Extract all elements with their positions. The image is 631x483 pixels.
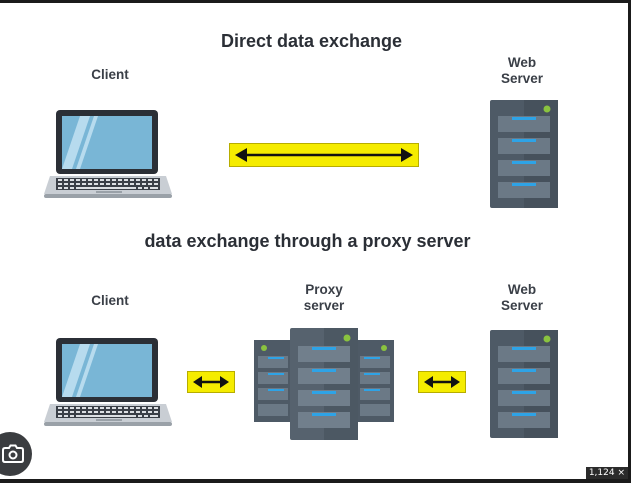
- client-label-bottom: Client: [91, 293, 129, 308]
- server-icon: [490, 100, 558, 208]
- proxy-server-icon: [254, 328, 394, 440]
- server-icon: [490, 330, 558, 438]
- proxy-server-label: Proxy server: [303, 282, 345, 313]
- laptop-icon: [44, 338, 172, 426]
- client-label-top: Client: [91, 67, 129, 82]
- web-server-label-top: Web Server: [500, 55, 544, 86]
- image-size-tag: 1,124 ×: [585, 467, 628, 479]
- direct-exchange-title: Direct data exchange: [220, 31, 403, 51]
- double-arrow-icon: [187, 371, 235, 393]
- proxy-exchange-title: data exchange through a proxy server: [144, 231, 471, 251]
- top-border: [0, 0, 631, 3]
- right-border: [628, 0, 631, 483]
- laptop-icon: [44, 110, 172, 198]
- web-server-label-bottom: Web Server: [500, 282, 544, 313]
- double-arrow-icon: [229, 143, 419, 167]
- double-arrow-icon: [418, 371, 466, 393]
- image-search-button[interactable]: [0, 432, 32, 476]
- bottom-border: [0, 479, 631, 483]
- camera-search-icon: [2, 444, 24, 463]
